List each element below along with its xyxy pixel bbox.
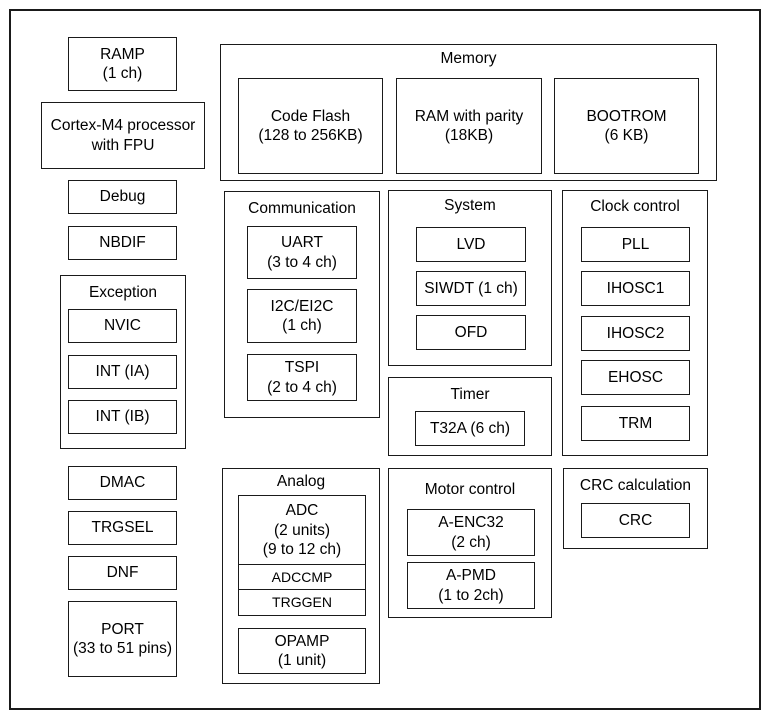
ihosc1-block: IHOSC1 [581, 271, 690, 306]
a-pmd-block: A-PMD (1 to 2ch) [407, 562, 535, 609]
communication-group: Communication UART (3 to 4 ch) I2C/EI2C … [224, 191, 380, 418]
ramp-block: RAMP (1 ch) [68, 37, 177, 91]
pll-block: PLL [581, 227, 690, 262]
ehosc-block: EHOSC [581, 360, 690, 395]
code-flash-block: Code Flash (128 to 256KB) [238, 78, 383, 174]
dnf-block: DNF [68, 556, 177, 590]
exception-group: Exception NVIC INT (IA) INT (IB) [60, 275, 186, 449]
motor-control-title: Motor control [424, 481, 516, 498]
analog-group: Analog ADC (2 units) (9 to 12 ch) ADCCMP… [222, 468, 380, 684]
trgsel-block: TRGSEL [68, 511, 177, 545]
timer-group: Timer T32A (6 ch) [388, 377, 552, 456]
debug-block: Debug [68, 180, 177, 214]
analog-title: Analog [276, 473, 326, 490]
bootrom-block: BOOTROM (6 KB) [554, 78, 699, 174]
ram-with-parity-block: RAM with parity (18KB) [396, 78, 542, 174]
siwdt-block: SIWDT (1 ch) [416, 271, 526, 306]
int-ia-block: INT (IA) [68, 355, 177, 389]
exception-title: Exception [88, 284, 158, 301]
t32a-block: T32A (6 ch) [415, 411, 525, 446]
adccmp-block: ADCCMP [238, 564, 366, 591]
adc-block: ADC (2 units) (9 to 12 ch) [238, 495, 366, 566]
dmac-block: DMAC [68, 466, 177, 500]
system-title: System [444, 197, 496, 214]
ihosc2-block: IHOSC2 [581, 316, 690, 351]
trm-block: TRM [581, 406, 690, 441]
motor-control-group: Motor control A-ENC32 (2 ch) A-PMD (1 to… [388, 468, 552, 618]
clock-control-title: Clock control [590, 198, 680, 215]
crc-calculation-title: CRC calculation [579, 477, 692, 494]
nvic-block: NVIC [68, 309, 177, 343]
ofd-block: OFD [416, 315, 526, 350]
cortex-m4-block: Cortex-M4 processor with FPU [41, 102, 205, 169]
lvd-block: LVD [416, 227, 526, 262]
int-ib-block: INT (IB) [68, 400, 177, 434]
memory-title: Memory [440, 50, 497, 67]
timer-title: Timer [450, 386, 490, 403]
memory-group: Memory Code Flash (128 to 256KB) RAM wit… [220, 44, 717, 181]
communication-title: Communication [248, 200, 356, 217]
nbdif-block: NBDIF [68, 226, 177, 260]
clock-control-group: Clock control PLL IHOSC1 IHOSC2 EHOSC TR… [562, 190, 708, 456]
trggen-block: TRGGEN [238, 589, 366, 616]
i2c-ei2c-block: I2C/EI2C (1 ch) [247, 289, 357, 343]
crc-block: CRC [581, 503, 690, 538]
system-group: System LVD SIWDT (1 ch) OFD [388, 190, 552, 366]
crc-calculation-group: CRC calculation CRC [563, 468, 708, 549]
tspi-block: TSPI (2 to 4 ch) [247, 354, 357, 401]
opamp-block: OPAMP (1 unit) [238, 628, 366, 674]
uart-block: UART (3 to 4 ch) [247, 226, 357, 279]
a-enc32-block: A-ENC32 (2 ch) [407, 509, 535, 556]
port-block: PORT (33 to 51 pins) [68, 601, 177, 677]
